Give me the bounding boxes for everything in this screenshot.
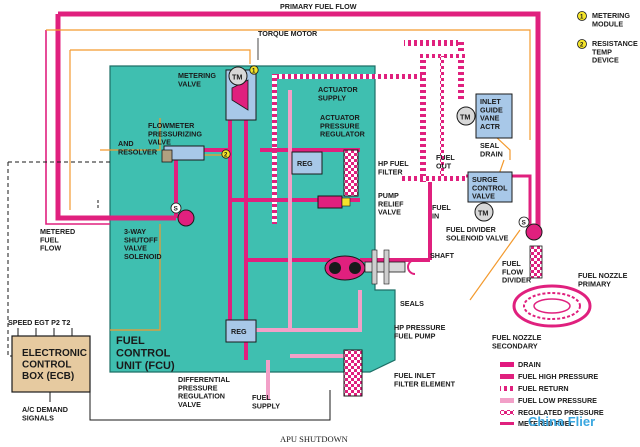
reg-label-top: REG [297,159,313,168]
shutoff-valve [177,209,195,227]
svg-text:S: S [522,220,527,227]
callout-1-marker [249,65,259,75]
fuel-nozzle-ring [512,284,592,328]
svg-text:1: 1 [252,69,256,75]
seals-label: SEALS [400,299,424,308]
tm-label-meter: TM [232,73,242,82]
ecb-inputs-label: SPEED EGT P2 T2 [8,318,70,327]
reg-box-bottom [225,319,257,343]
legend-regulated: REGULATED PRESSURE [518,408,604,417]
callout-2-marker [221,149,231,159]
legend-high-pressure: FUEL HIGH PRESSURE [518,372,598,381]
torque-motor-igv-icon [456,106,476,126]
legend-fuel-return: FUEL RETURN [518,384,569,393]
solenoid-s-icon [170,202,182,214]
reg-label-bottom: REG [231,327,247,336]
primary-flow-line [58,11,541,230]
svg-text:1: 1 [580,15,584,21]
reg-box-top [291,151,323,175]
hp-fuel-filter [343,149,359,197]
ecb-box [11,335,91,393]
fuel-inlet-filter [343,349,363,397]
igv-actuator [475,93,513,139]
fcu-body [109,65,396,373]
pump-relief-valve [317,195,343,209]
shaft-rotation-icon [407,259,416,275]
figure-caption: APU SHUTDOWN [280,434,348,444]
torque-motor-meter-icon [228,66,248,86]
legend-drain: DRAIN [518,360,541,369]
svg-text:S: S [174,206,179,213]
svg-text:2: 2 [224,153,228,159]
svg-text:TM: TM [478,209,488,218]
svg-text:TM: TM [460,113,470,122]
torque-motor-surge-icon [474,202,494,222]
legend-low-pressure: FUEL LOW PRESSURE [518,396,597,405]
divider-s-icon [518,216,530,228]
shaft-label: SHAFT [430,251,455,260]
legend-metered: METERED FUEL [518,419,575,428]
primary-flow-left [55,14,176,221]
legend [500,362,514,425]
torque-motor-label: TORQUE MOTOR [258,29,318,38]
drain-line-left [7,161,110,357]
surge-control-valve [467,171,513,203]
svg-text:2: 2 [580,43,584,49]
fuel-flow-divider [529,245,543,279]
watermark: China Flier [528,414,595,429]
fuel-divider-solenoid [525,223,543,241]
primary-fuel-flow-label: PRIMARY FUEL FLOW [280,2,357,11]
